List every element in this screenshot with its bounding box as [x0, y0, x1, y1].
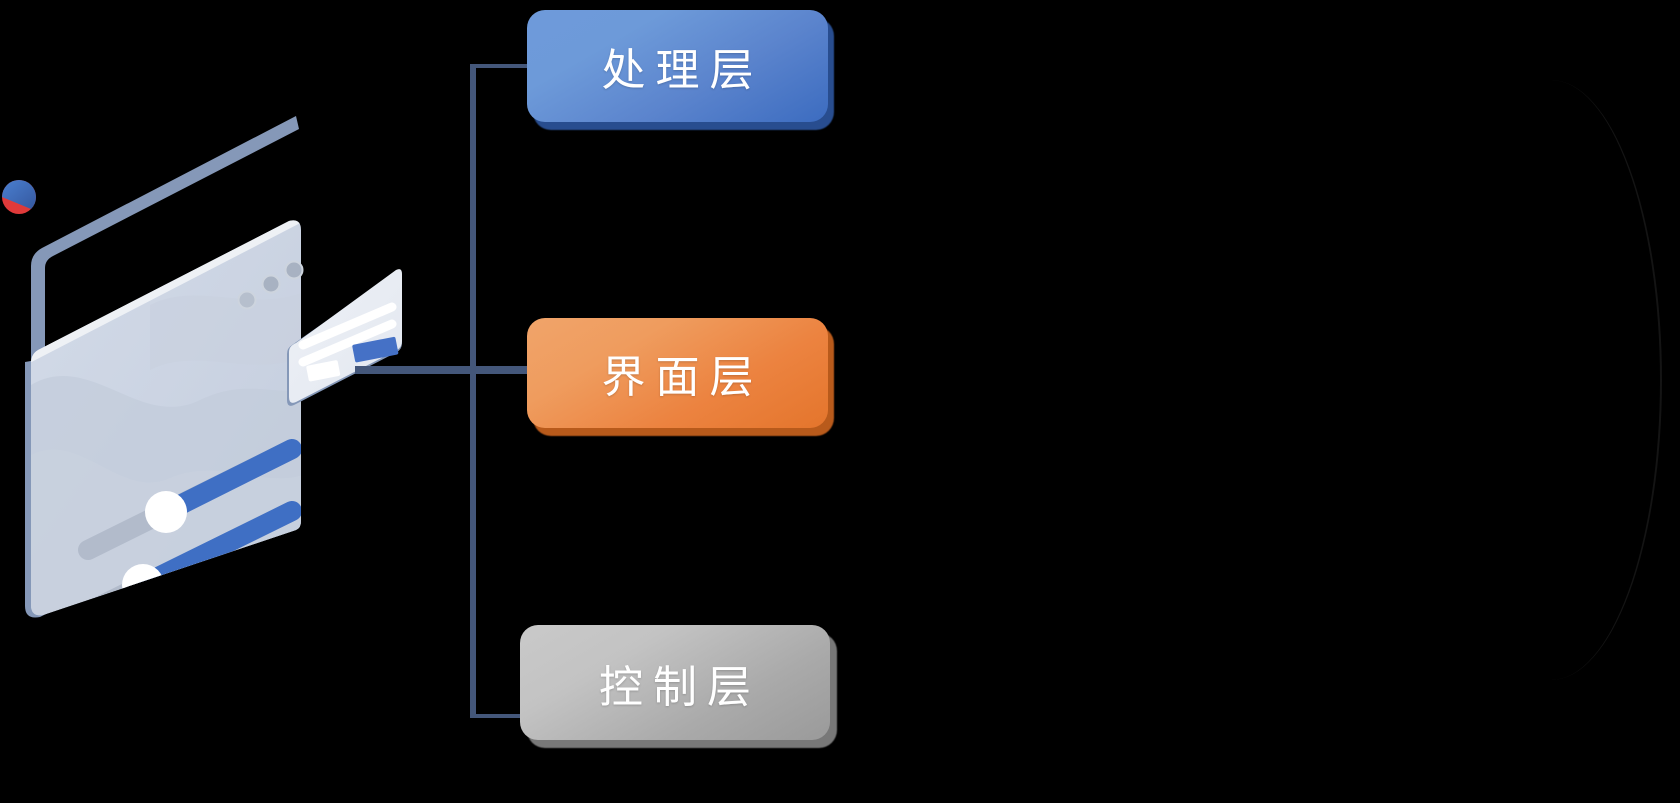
layer-box-interface-label: 界面层	[601, 353, 764, 402]
isometric-settings-illustration	[0, 100, 420, 630]
slider-1[interactable]	[78, 439, 301, 560]
illustration-svg	[2, 116, 402, 630]
connector-branch-interface	[355, 366, 533, 374]
decorative-arc	[1440, 80, 1662, 680]
layer-box-interface[interactable]: 界面层	[527, 318, 828, 428]
connector-branch-control	[470, 714, 532, 718]
layer-box-process[interactable]: 处理层	[527, 10, 828, 122]
card-tag	[306, 360, 341, 382]
slider-2-knob[interactable]	[122, 564, 164, 606]
accent-circle-icon	[2, 180, 36, 214]
slider-3-knob[interactable]	[197, 590, 239, 630]
connector-branch-process	[470, 64, 532, 68]
layer-box-control-label: 控制层	[599, 662, 761, 712]
browser-window	[25, 116, 304, 630]
connector-trunk	[470, 64, 476, 718]
layer-box-control[interactable]: 控制层	[520, 625, 830, 740]
window-dots-icon	[237, 260, 304, 310]
floating-card	[287, 269, 402, 406]
layer-box-process-label: 处理层	[601, 46, 764, 95]
slider-1-knob[interactable]	[145, 491, 187, 533]
card-button[interactable]	[352, 336, 399, 363]
card-lines	[298, 302, 399, 382]
